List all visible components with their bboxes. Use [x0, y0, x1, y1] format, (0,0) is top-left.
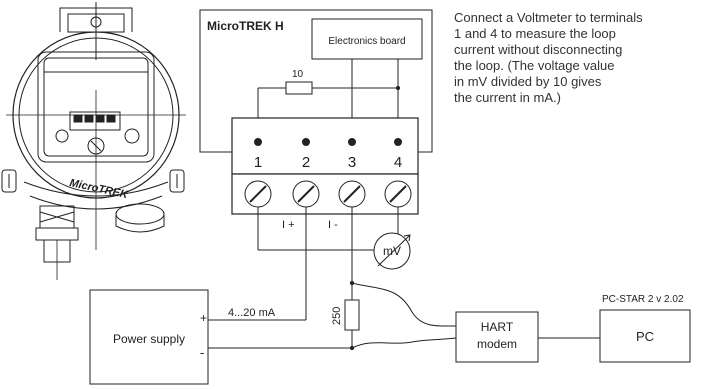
terminal-minus-label: I -: [328, 219, 338, 231]
terminal-plus-label: I +: [282, 219, 295, 231]
loop-current-label: 4...20 mA: [228, 307, 276, 319]
pc-label: PC: [636, 329, 654, 344]
terminal-1: 1: [254, 154, 262, 171]
resistor-250-label: 250: [331, 307, 343, 325]
voltmeter-label: mV: [383, 244, 401, 258]
screw-strip: [231, 173, 419, 215]
transmitter-drawing: MicroTREK: [1, 2, 186, 280]
resistor-10-label: 10: [292, 69, 304, 80]
power-supply-label: Power supply: [113, 332, 185, 346]
device-title: MicroTREK H: [207, 19, 284, 33]
terminal-4: 4: [394, 154, 402, 171]
resistor-250: [344, 299, 360, 331]
supply-minus-label: -: [200, 345, 204, 360]
electronics-board-label: Electronics board: [328, 36, 405, 47]
terminal-3: 3: [348, 154, 356, 171]
resistor-10: [285, 81, 313, 95]
pc-box: [599, 309, 691, 363]
hart-modem-box: [455, 311, 539, 363]
software-label: PC-STAR 2 v 2.02: [602, 294, 684, 305]
terminal-screws: [244, 180, 412, 208]
power-supply-box: [89, 289, 209, 385]
hart-modem-label-line1: HART: [481, 320, 514, 334]
supply-plus-label: +: [200, 311, 207, 325]
terminal-2: 2: [302, 154, 310, 171]
hart-modem-label-line2: modem: [477, 337, 517, 351]
voltmeter: [373, 232, 411, 270]
electronics-board: [311, 18, 423, 60]
instruction-text: Connect a Voltmeter to terminals 1 and 4…: [454, 10, 643, 105]
